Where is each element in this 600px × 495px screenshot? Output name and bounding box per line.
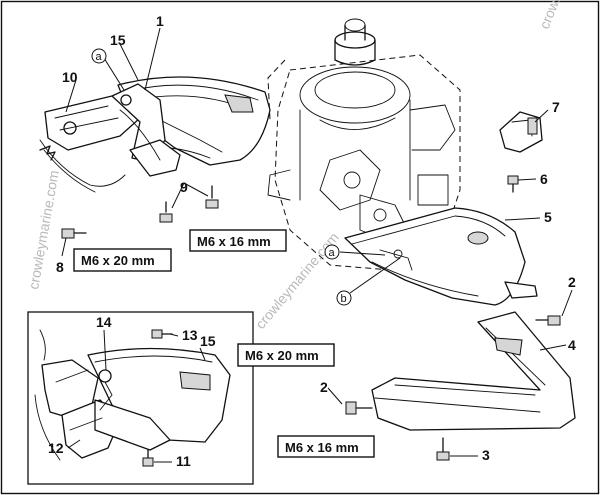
marker-a-top: a (96, 51, 103, 63)
bolt-8 (61, 228, 87, 239)
inset-bolt-13 (151, 329, 173, 339)
label-m6x16-upper: M6 x 16 mm (197, 234, 271, 249)
callout-7: 7 (552, 99, 560, 115)
bolt-3 (436, 437, 450, 461)
lower-apron-5 (344, 207, 538, 306)
bolt-2-lower (345, 401, 373, 415)
callout-13: 13 (182, 327, 198, 343)
callout-10: 10 (62, 69, 78, 85)
marker-b-ring (336, 290, 352, 306)
callout-9: 9 (180, 179, 188, 195)
label-m6x20-left: M6 x 20 mm (81, 253, 155, 268)
label-m6x16-lower: M6 x 16 mm (285, 440, 359, 455)
grommet-7 (499, 111, 543, 153)
callout-8: 8 (56, 259, 64, 275)
callout-15-inset: 15 (200, 333, 216, 349)
label-box-m6x16-lower (277, 435, 375, 458)
inset-bolt-11 (142, 449, 154, 467)
callout-6: 6 (540, 171, 548, 187)
bolt-2-right (535, 315, 561, 326)
bolt-6 (507, 175, 519, 193)
callout-2-lower: 2 (320, 379, 328, 395)
handle-4 (371, 311, 576, 431)
marker-a-mid: a (329, 247, 336, 259)
inset-detail-assembly (34, 329, 231, 461)
watermark-top-right: crowleymarine.com (536, 0, 596, 31)
callout-4: 4 (568, 337, 576, 353)
callout-11: 11 (176, 453, 191, 469)
callout-15: 15 (110, 32, 126, 48)
label-m6x20-right: M6 x 20 mm (245, 348, 319, 363)
callout-2-right: 2 (568, 274, 576, 290)
marker-b: b (341, 293, 347, 305)
leader-lines (61, 27, 573, 463)
engine-outline (267, 18, 461, 271)
label-box-m6x20-left (73, 248, 172, 272)
bolts-9 (159, 185, 219, 223)
label-box-m6x20-right (237, 343, 335, 367)
marker-a-mid-ring (324, 244, 340, 260)
bracket-1-and-arm-10 (39, 83, 211, 193)
callout-3: 3 (482, 447, 490, 463)
callout-5: 5 (544, 209, 552, 225)
callout-14: 14 (96, 314, 112, 330)
callout-1: 1 (156, 13, 164, 29)
marker-a-top-ring (91, 48, 107, 64)
label-box-m6x16-upper (189, 229, 287, 252)
callout-12: 12 (48, 440, 64, 456)
